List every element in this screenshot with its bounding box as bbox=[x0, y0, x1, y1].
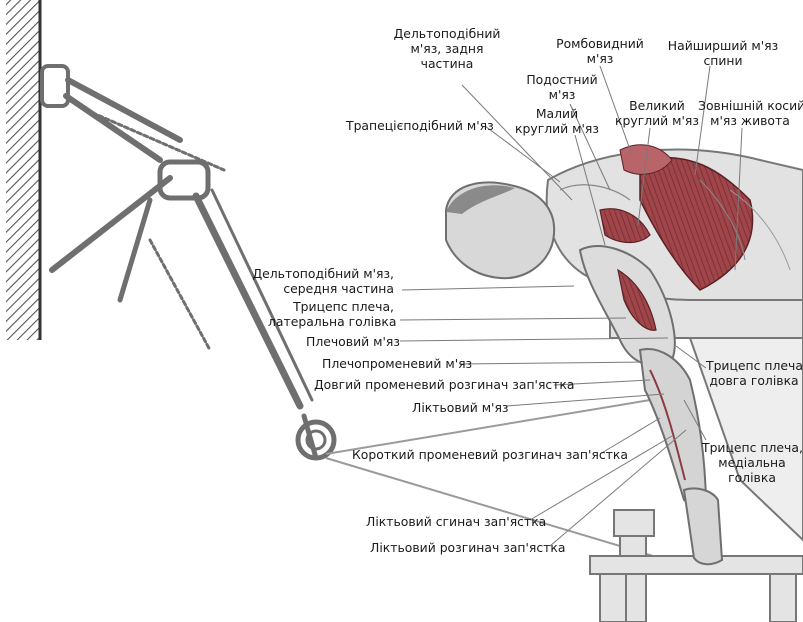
label-ext-carpi-rad-brevis: Короткий променевий розгинач зап'ястка bbox=[352, 447, 628, 462]
label-brachioradialis: Плечопроменевий м'яз bbox=[322, 356, 472, 371]
label-teres-minor: Малий круглий м'яз bbox=[510, 106, 604, 136]
label-rhomboid: Ромбовидний м'яз bbox=[548, 36, 652, 66]
label-deltoid-middle: Дельтоподібний м'яз, середня частина bbox=[252, 266, 394, 296]
label-ext-carpi-ulnaris: Ліктьовий розгинач зап'ястка bbox=[370, 540, 566, 555]
label-infraspinatus: Подостний м'яз bbox=[520, 72, 604, 102]
cable-machine bbox=[42, 66, 334, 458]
label-trapezius: Трапецієподібний м'яз bbox=[346, 118, 494, 133]
label-triceps-long: Трицепс плеча, довга голівка bbox=[706, 358, 802, 388]
label-anconeus: Ліктьовий м'яз bbox=[412, 400, 509, 415]
label-latissimus: Найширший м'яз спини bbox=[662, 38, 784, 68]
label-triceps-medial: Трицепс плеча, медіальна голівка bbox=[702, 440, 802, 485]
label-ext-carpi-rad-longus: Довгий променевий розгинач зап'ястка bbox=[314, 377, 575, 392]
label-flexor-carpi-ulnaris: Ліктьовий сгинач зап'ястка bbox=[366, 514, 546, 529]
wall bbox=[6, 0, 40, 340]
label-triceps-lateral: Трицепс плеча, латеральна голівка bbox=[268, 299, 394, 329]
hand bbox=[684, 488, 722, 564]
label-deltoid-posterior: Дельтоподібний м'яз, задня частина bbox=[388, 26, 506, 71]
torso bbox=[547, 145, 803, 300]
label-teres-major: Великий круглий м'яз bbox=[612, 98, 702, 128]
label-brachialis: Плечовий м'яз bbox=[306, 334, 400, 349]
label-external-oblique: Зовнішній косий м'яз живота bbox=[698, 98, 802, 128]
forearm bbox=[640, 349, 706, 504]
head bbox=[446, 182, 554, 278]
